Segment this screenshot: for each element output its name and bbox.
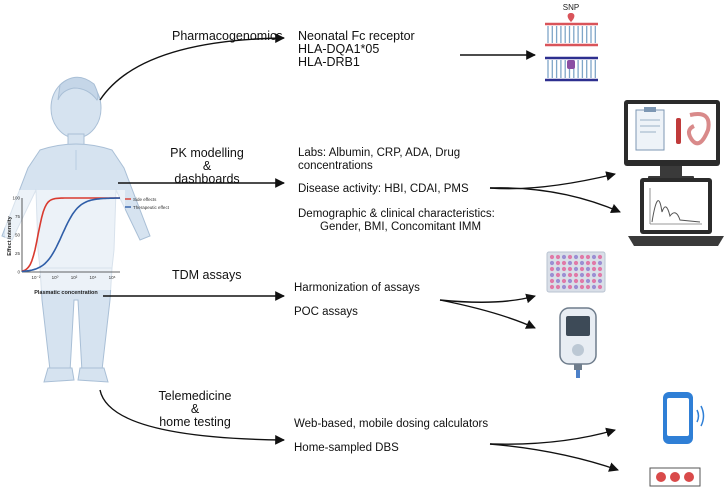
arrow-to-glucometer [439, 299, 536, 329]
glucometer-icon [559, 307, 597, 378]
arrow-to-monitor [489, 171, 616, 190]
arrow-to-plate [439, 293, 536, 304]
pk-label-line1: PK modelling [170, 146, 244, 160]
pk-labs-line2: concentrations [298, 160, 373, 172]
snp-marker-icon [567, 13, 575, 22]
pk-label-line2: & [202, 159, 212, 173]
tele-label-line3: home testing [159, 415, 231, 429]
tele-label-line1: Telemedicine [158, 389, 232, 403]
dbs-card-icon [649, 467, 701, 487]
tdm-poc: POC assays [294, 306, 358, 318]
pk-label-line3: dashboards [174, 172, 240, 186]
pharmacogenomics-item-dqa1: HLA-DQA1*05 [298, 42, 380, 56]
chart-y-tick: 25 [15, 251, 21, 256]
arrow-to-pharmacogenomics [99, 33, 285, 101]
monitor-icon [624, 100, 720, 180]
chart-x-tick: 10⁴ [90, 275, 97, 280]
chart-y-tick: 100 [12, 196, 20, 201]
pharmacogenomics-item-drb1: HLA-DRB1 [298, 55, 360, 69]
pk-labs-line1: Labs: Albumin, CRP, ADA, Drug [298, 147, 461, 159]
arrow-to-telemedicine [99, 389, 285, 445]
arrow-to-laptop [489, 187, 621, 213]
pk-disease-activity: Disease activity: HBI, CDAI, PMS [298, 183, 469, 195]
arrow-to-dbs-card [489, 443, 619, 472]
therapeutic-effect-curve [21, 197, 120, 273]
snp-label: SNP [563, 3, 579, 12]
tele-dosing-calculators: Web-based, mobile dosing calculators [294, 418, 489, 430]
pharmacogenomics-label: Pharmacogenomics [172, 29, 283, 43]
tele-home-dbs: Home-sampled DBS [294, 442, 399, 454]
chart-x-tick: 10⁶ [109, 275, 116, 280]
chart-ticks: 100 75 50 25 0 10⁻² 10⁰ 10² 10⁴ 10⁶ [12, 196, 115, 281]
pk-demographic-line1: Demographic & clinical characteristics: [298, 208, 495, 220]
legend-therapeutic-label: Therapeutic effect [133, 205, 170, 210]
pharmacogenomics-item-fc: Neonatal Fc receptor [298, 29, 415, 43]
laptop-icon [628, 178, 724, 246]
pk-demographic-line2: Gender, BMI, Concomitant IMM [320, 221, 482, 233]
chart-x-tick: 10² [71, 275, 78, 280]
chart-y-tick: 75 [15, 214, 21, 219]
chart-x-label: Plasmatic concentration [34, 290, 98, 296]
dna-snp-icon: SNP [545, 3, 598, 82]
chart-y-label: Effect intensity [7, 215, 13, 255]
chart-x-tick: 10⁻² [32, 275, 41, 280]
well-plate-icon [546, 251, 606, 293]
arrow-to-phone [489, 427, 616, 445]
tdm-label: TDM assays [172, 268, 242, 282]
chart-y-tick: 50 [15, 233, 21, 238]
chart-x-tick: 10⁰ [52, 275, 59, 280]
chart-y-tick: 0 [17, 270, 20, 275]
legend-side-label: Side effects [133, 197, 157, 202]
tele-label-line2: & [190, 402, 200, 416]
tdm-harmonization: Harmonization of assays [294, 282, 420, 294]
phone-icon [663, 392, 705, 444]
